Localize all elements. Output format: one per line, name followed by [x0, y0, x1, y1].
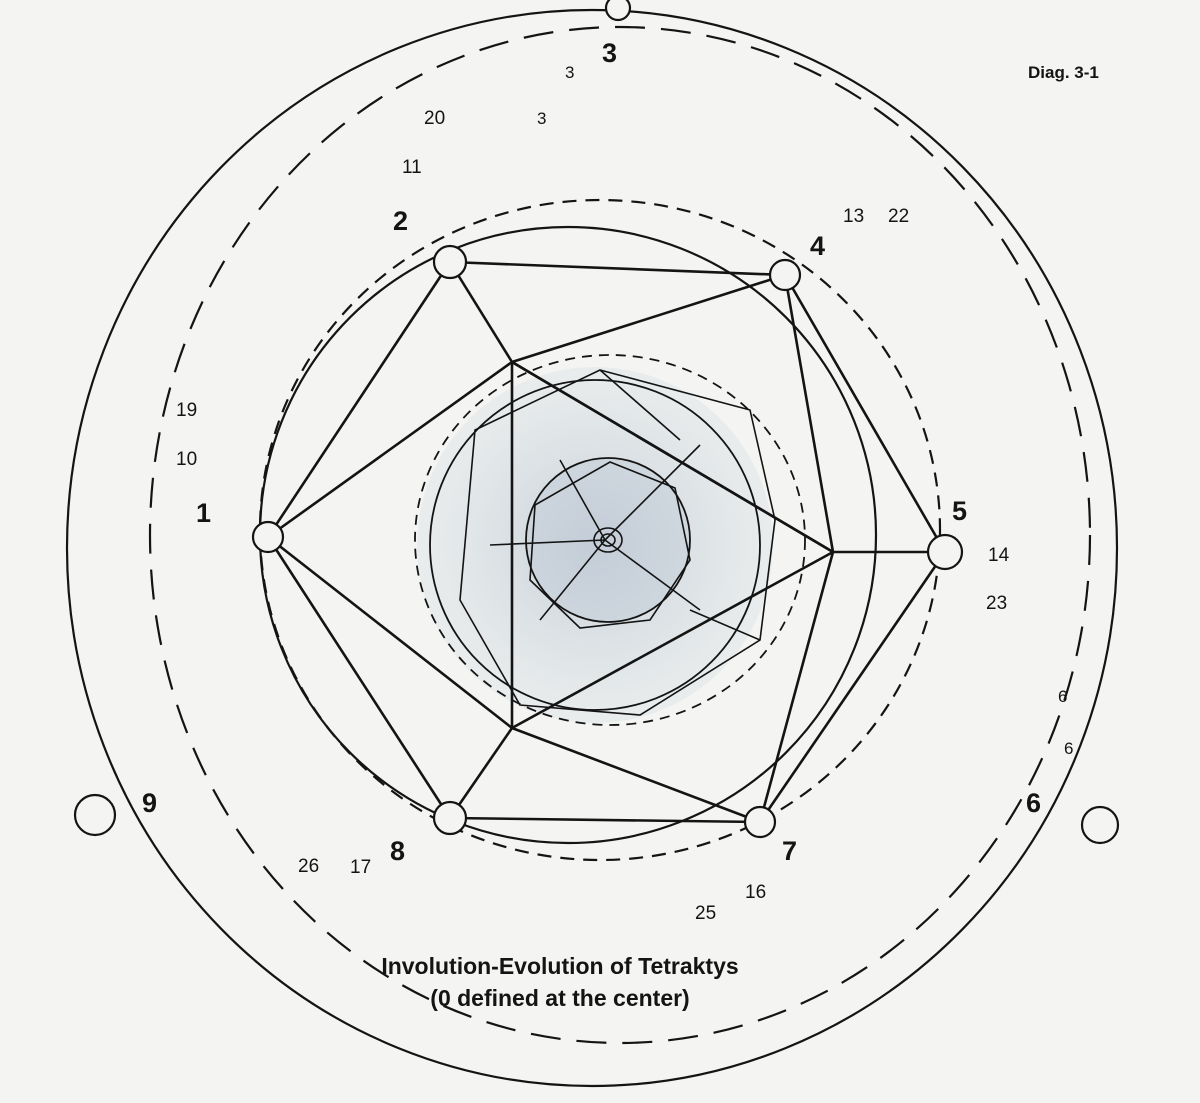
center-zero-core	[600, 533, 616, 547]
cycle-label-10: 10	[176, 449, 198, 470]
diagram-id: Diag. 3-1	[1028, 63, 1099, 82]
outer-circle	[65, 8, 1119, 1088]
cycle-label-20: 20	[424, 108, 446, 129]
cycle-label-14: 14	[988, 545, 1010, 566]
cycle-label-3-a: 3	[565, 63, 575, 82]
core-circle	[525, 457, 691, 623]
core-polygon	[529, 461, 691, 629]
node-4	[768, 258, 802, 292]
cycle-label-17: 17	[350, 857, 372, 878]
cycle-label-22: 22	[888, 206, 910, 227]
cycle-label-3-b: 3	[537, 109, 547, 128]
label-7: 7	[782, 836, 798, 866]
label-4: 4	[810, 231, 826, 261]
label-2: 2	[393, 206, 409, 236]
caption-title: Involution-Evolution of Tetraktys	[381, 953, 739, 979]
cycle-label-13: 13	[843, 206, 865, 227]
node-5	[926, 533, 964, 571]
node-2	[432, 244, 468, 280]
star-lines-4	[511, 550, 945, 824]
node-9	[73, 793, 117, 837]
cycle-label-11: 11	[402, 157, 422, 178]
caption-subtitle: (0 defined at the center)	[430, 985, 690, 1012]
node-3	[604, 0, 632, 22]
cycle-label-25: 25	[695, 903, 717, 924]
cycle-label-6-a: 6	[1058, 687, 1068, 706]
label-9: 9	[142, 788, 158, 818]
star-lines-5	[511, 274, 835, 554]
label-3: 3	[602, 38, 618, 68]
outer-dashed-circle	[148, 25, 1092, 1045]
cycle-label-16: 16	[745, 882, 767, 903]
inner-spokes	[489, 369, 761, 641]
label-1: 1	[196, 498, 212, 528]
cycle-label-19: 19	[176, 400, 198, 421]
label-6: 6	[1026, 788, 1042, 818]
center-zero-circle	[593, 527, 623, 553]
cycle-label-23: 23	[986, 593, 1008, 614]
node-1	[251, 520, 285, 554]
inner-polygon	[459, 369, 776, 716]
inner-circle	[429, 379, 761, 711]
label-8: 8	[390, 836, 406, 866]
middle-dashed-circle	[258, 198, 942, 862]
node-8	[432, 800, 468, 836]
cycle-label-26: 26	[298, 856, 320, 877]
node-7	[743, 805, 777, 839]
label-5: 5	[952, 496, 968, 526]
node-6	[1080, 805, 1120, 845]
cycle-label-6-b: 6	[1064, 739, 1074, 758]
diagram-caption: Involution-Evolution of Tetraktys (0 def…	[300, 950, 820, 1014]
inner-dashed-circle	[414, 354, 806, 726]
